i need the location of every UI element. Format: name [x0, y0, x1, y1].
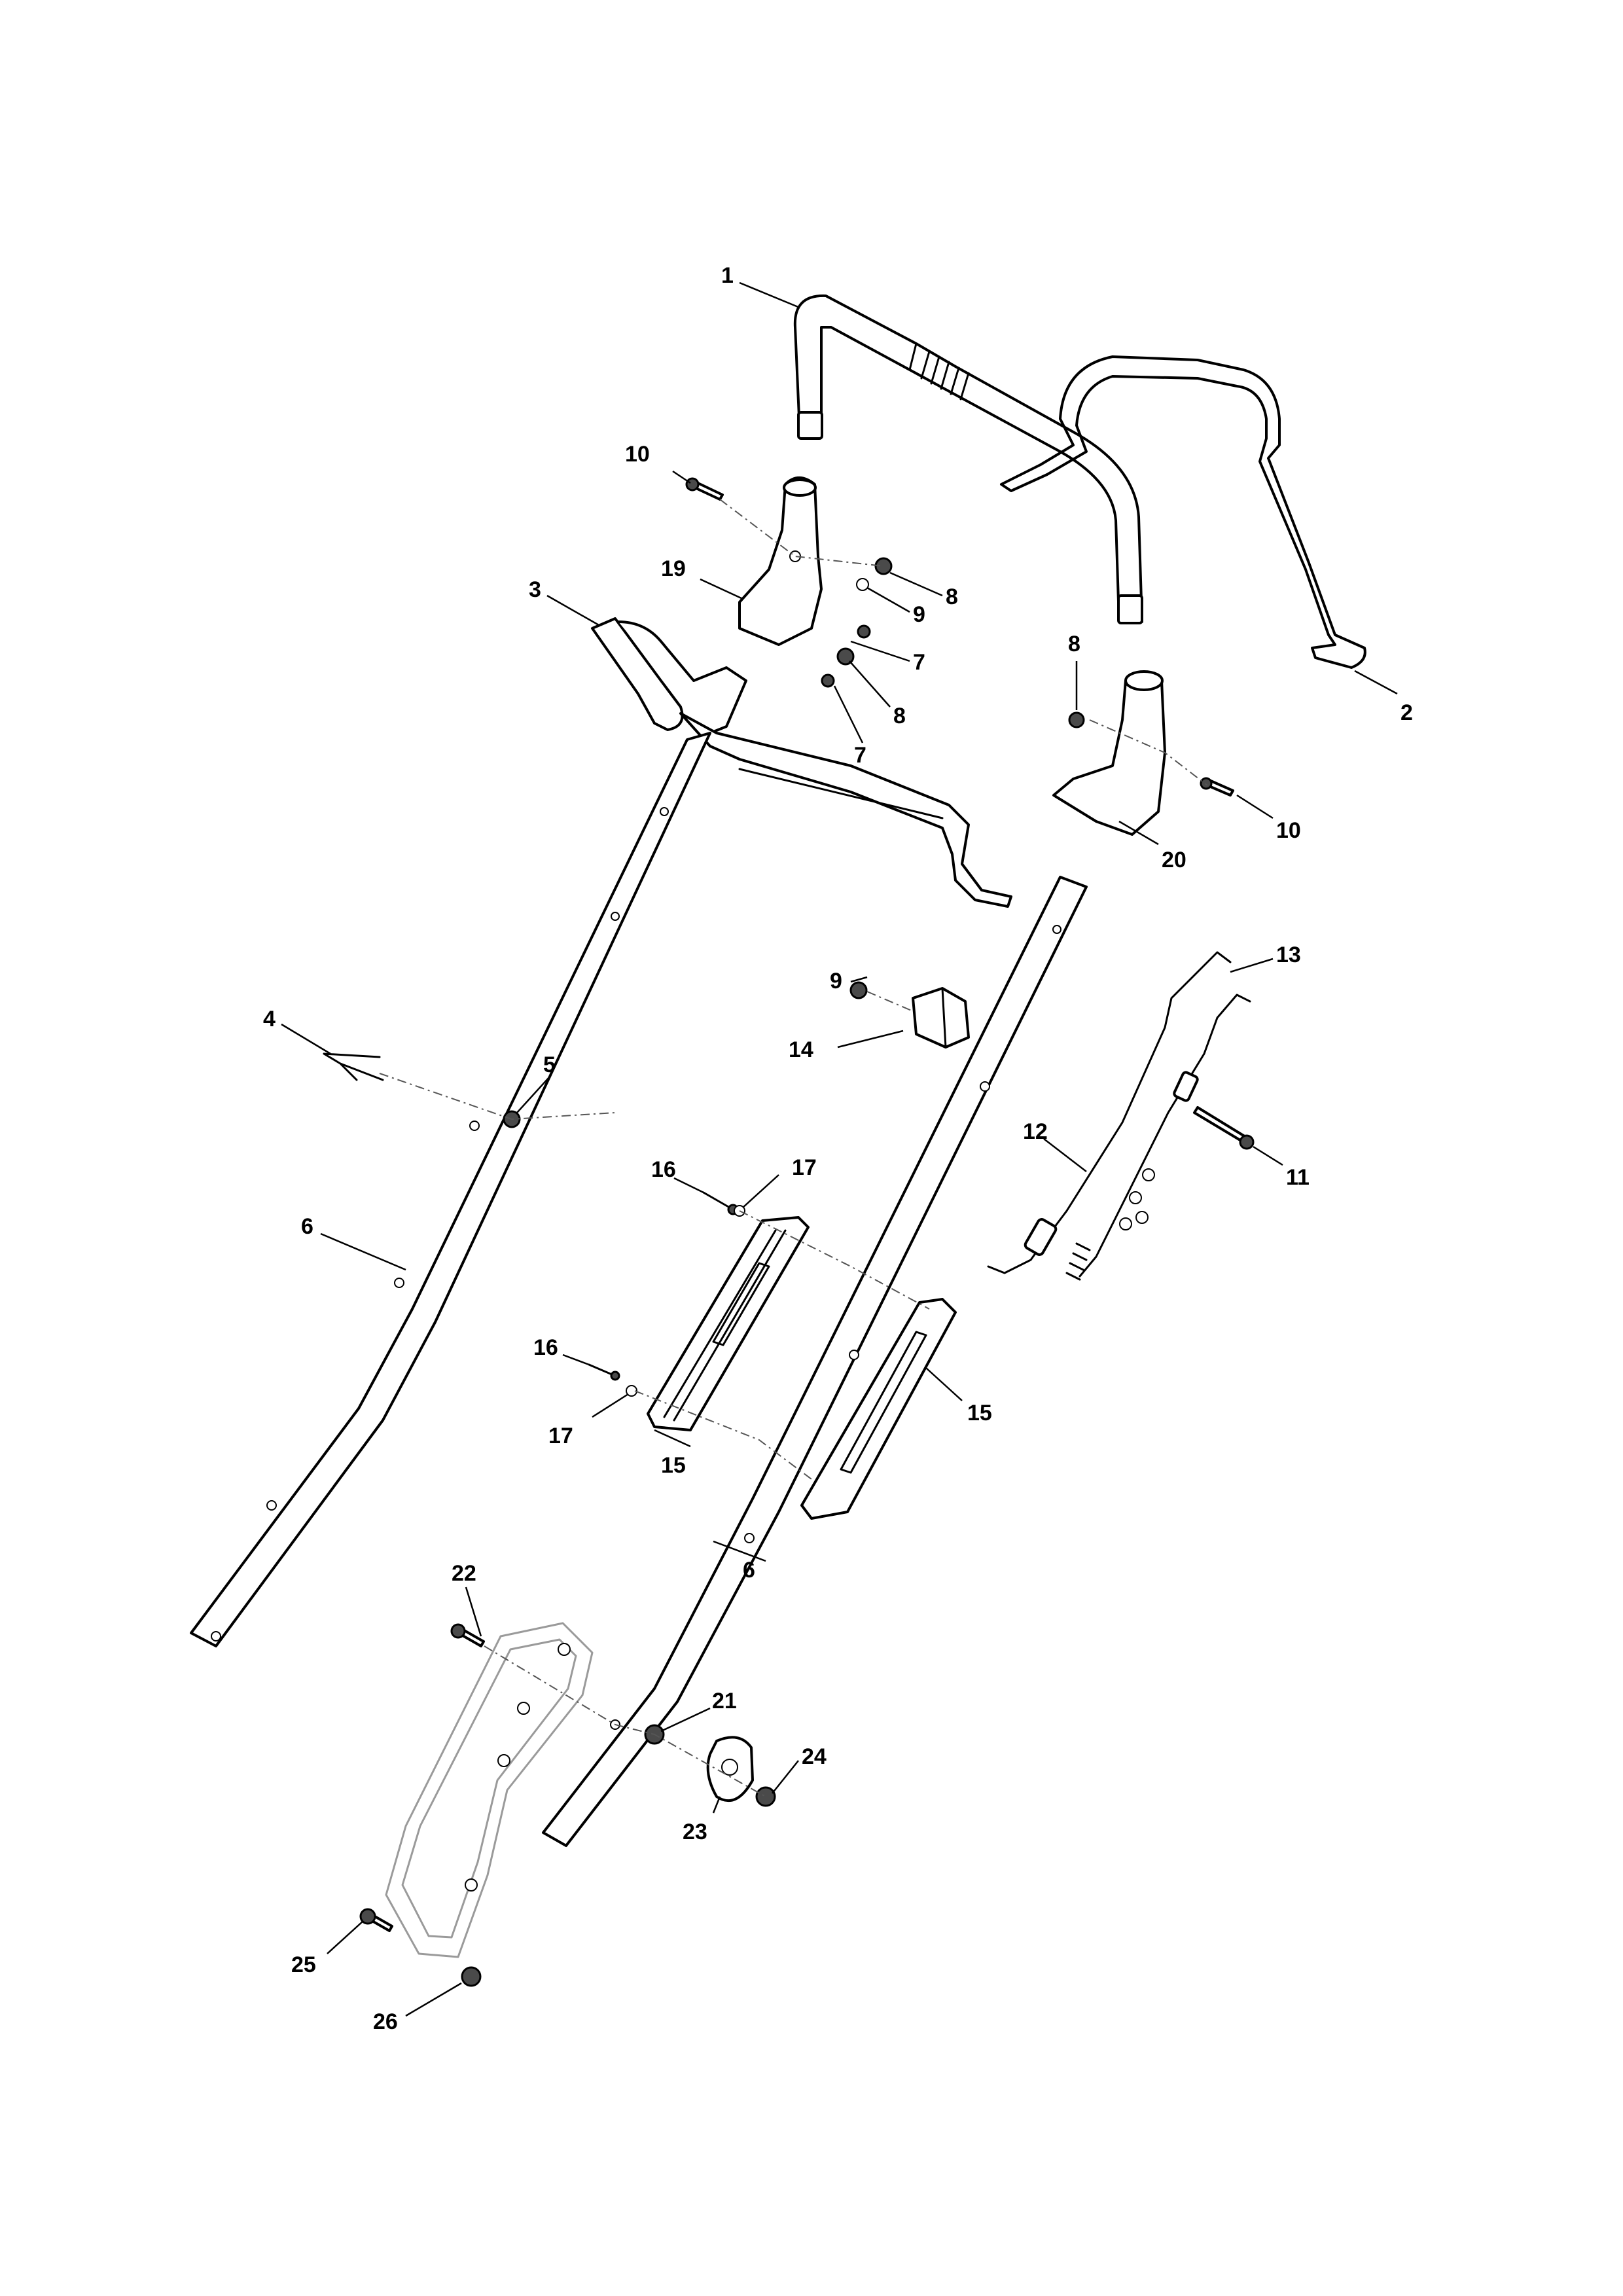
assembly-lines: [379, 499, 1208, 1797]
callout-15-front: 15: [661, 1453, 686, 1478]
callout-3: 3: [529, 577, 541, 602]
cable-guide-block: [912, 987, 970, 1049]
callout-6-left: 6: [301, 1214, 313, 1239]
washer-9-lower: [849, 981, 868, 999]
left-lower-handle-tube: [190, 732, 711, 1647]
height-adjust-bracket: [385, 1622, 594, 1958]
callout-8-right: 8: [1068, 632, 1080, 656]
callout-23: 23: [683, 1820, 707, 1844]
callout-25: 25: [291, 1952, 316, 1977]
callout-9-lower: 9: [830, 969, 842, 994]
callout-16-upper: 16: [651, 1157, 676, 1182]
callout-15-rear: 15: [967, 1401, 992, 1426]
bracket-fasteners: [359, 1908, 482, 1987]
callout-9-upper: 9: [913, 602, 925, 627]
callout-21: 21: [712, 1689, 737, 1713]
callout-8-middle: 8: [893, 704, 906, 728]
handle-cover-outer: [800, 1298, 957, 1520]
callout-labels: 1 2 3 4 5 6 6 7 7 8 8 8 9 9 10 10 11 12 …: [263, 263, 1413, 2034]
right-lower-handle-tube: [542, 876, 1088, 1847]
callout-7-lower: 7: [854, 743, 866, 768]
left-handle-bracket: [738, 476, 823, 646]
callout-20: 20: [1162, 848, 1186, 872]
callout-12: 12: [1023, 1119, 1048, 1144]
callout-13: 13: [1276, 942, 1301, 967]
callout-10-left: 10: [625, 442, 650, 467]
drive-control-bail: [1000, 355, 1366, 669]
height-adjust-hardware: [450, 1623, 776, 1807]
handle-cover-inner: [647, 1216, 810, 1431]
callout-7-upper: 7: [913, 650, 925, 675]
callout-24: 24: [802, 1744, 827, 1769]
control-cables: [987, 951, 1251, 1281]
callout-26: 26: [373, 2009, 398, 2034]
upper-fasteners: [685, 477, 1234, 797]
callout-22: 22: [452, 1561, 476, 1586]
bolt-11: [1193, 1106, 1255, 1150]
callout-19: 19: [661, 556, 686, 581]
callout-14: 14: [789, 1037, 813, 1062]
upper-handle-bar: [793, 294, 1143, 624]
callout-2: 2: [1400, 700, 1413, 725]
callout-17-upper: 17: [792, 1155, 817, 1180]
right-handle-bracket: [1052, 670, 1166, 836]
control-lever-assembly: [591, 617, 1012, 908]
screws-16-17: [588, 1191, 745, 1397]
callout-4: 4: [263, 1007, 276, 1031]
callout-16-lower: 16: [533, 1335, 558, 1360]
callout-5: 5: [543, 1052, 556, 1077]
callout-1: 1: [721, 263, 734, 288]
callout-17-lower: 17: [548, 1424, 573, 1448]
leader-lines: [281, 281, 1398, 2017]
cable-clip: [323, 1052, 384, 1081]
callout-11: 11: [1286, 1165, 1310, 1190]
callout-10-right: 10: [1276, 818, 1301, 843]
callout-6-right: 6: [743, 1558, 755, 1583]
callout-8-upper: 8: [946, 584, 958, 609]
